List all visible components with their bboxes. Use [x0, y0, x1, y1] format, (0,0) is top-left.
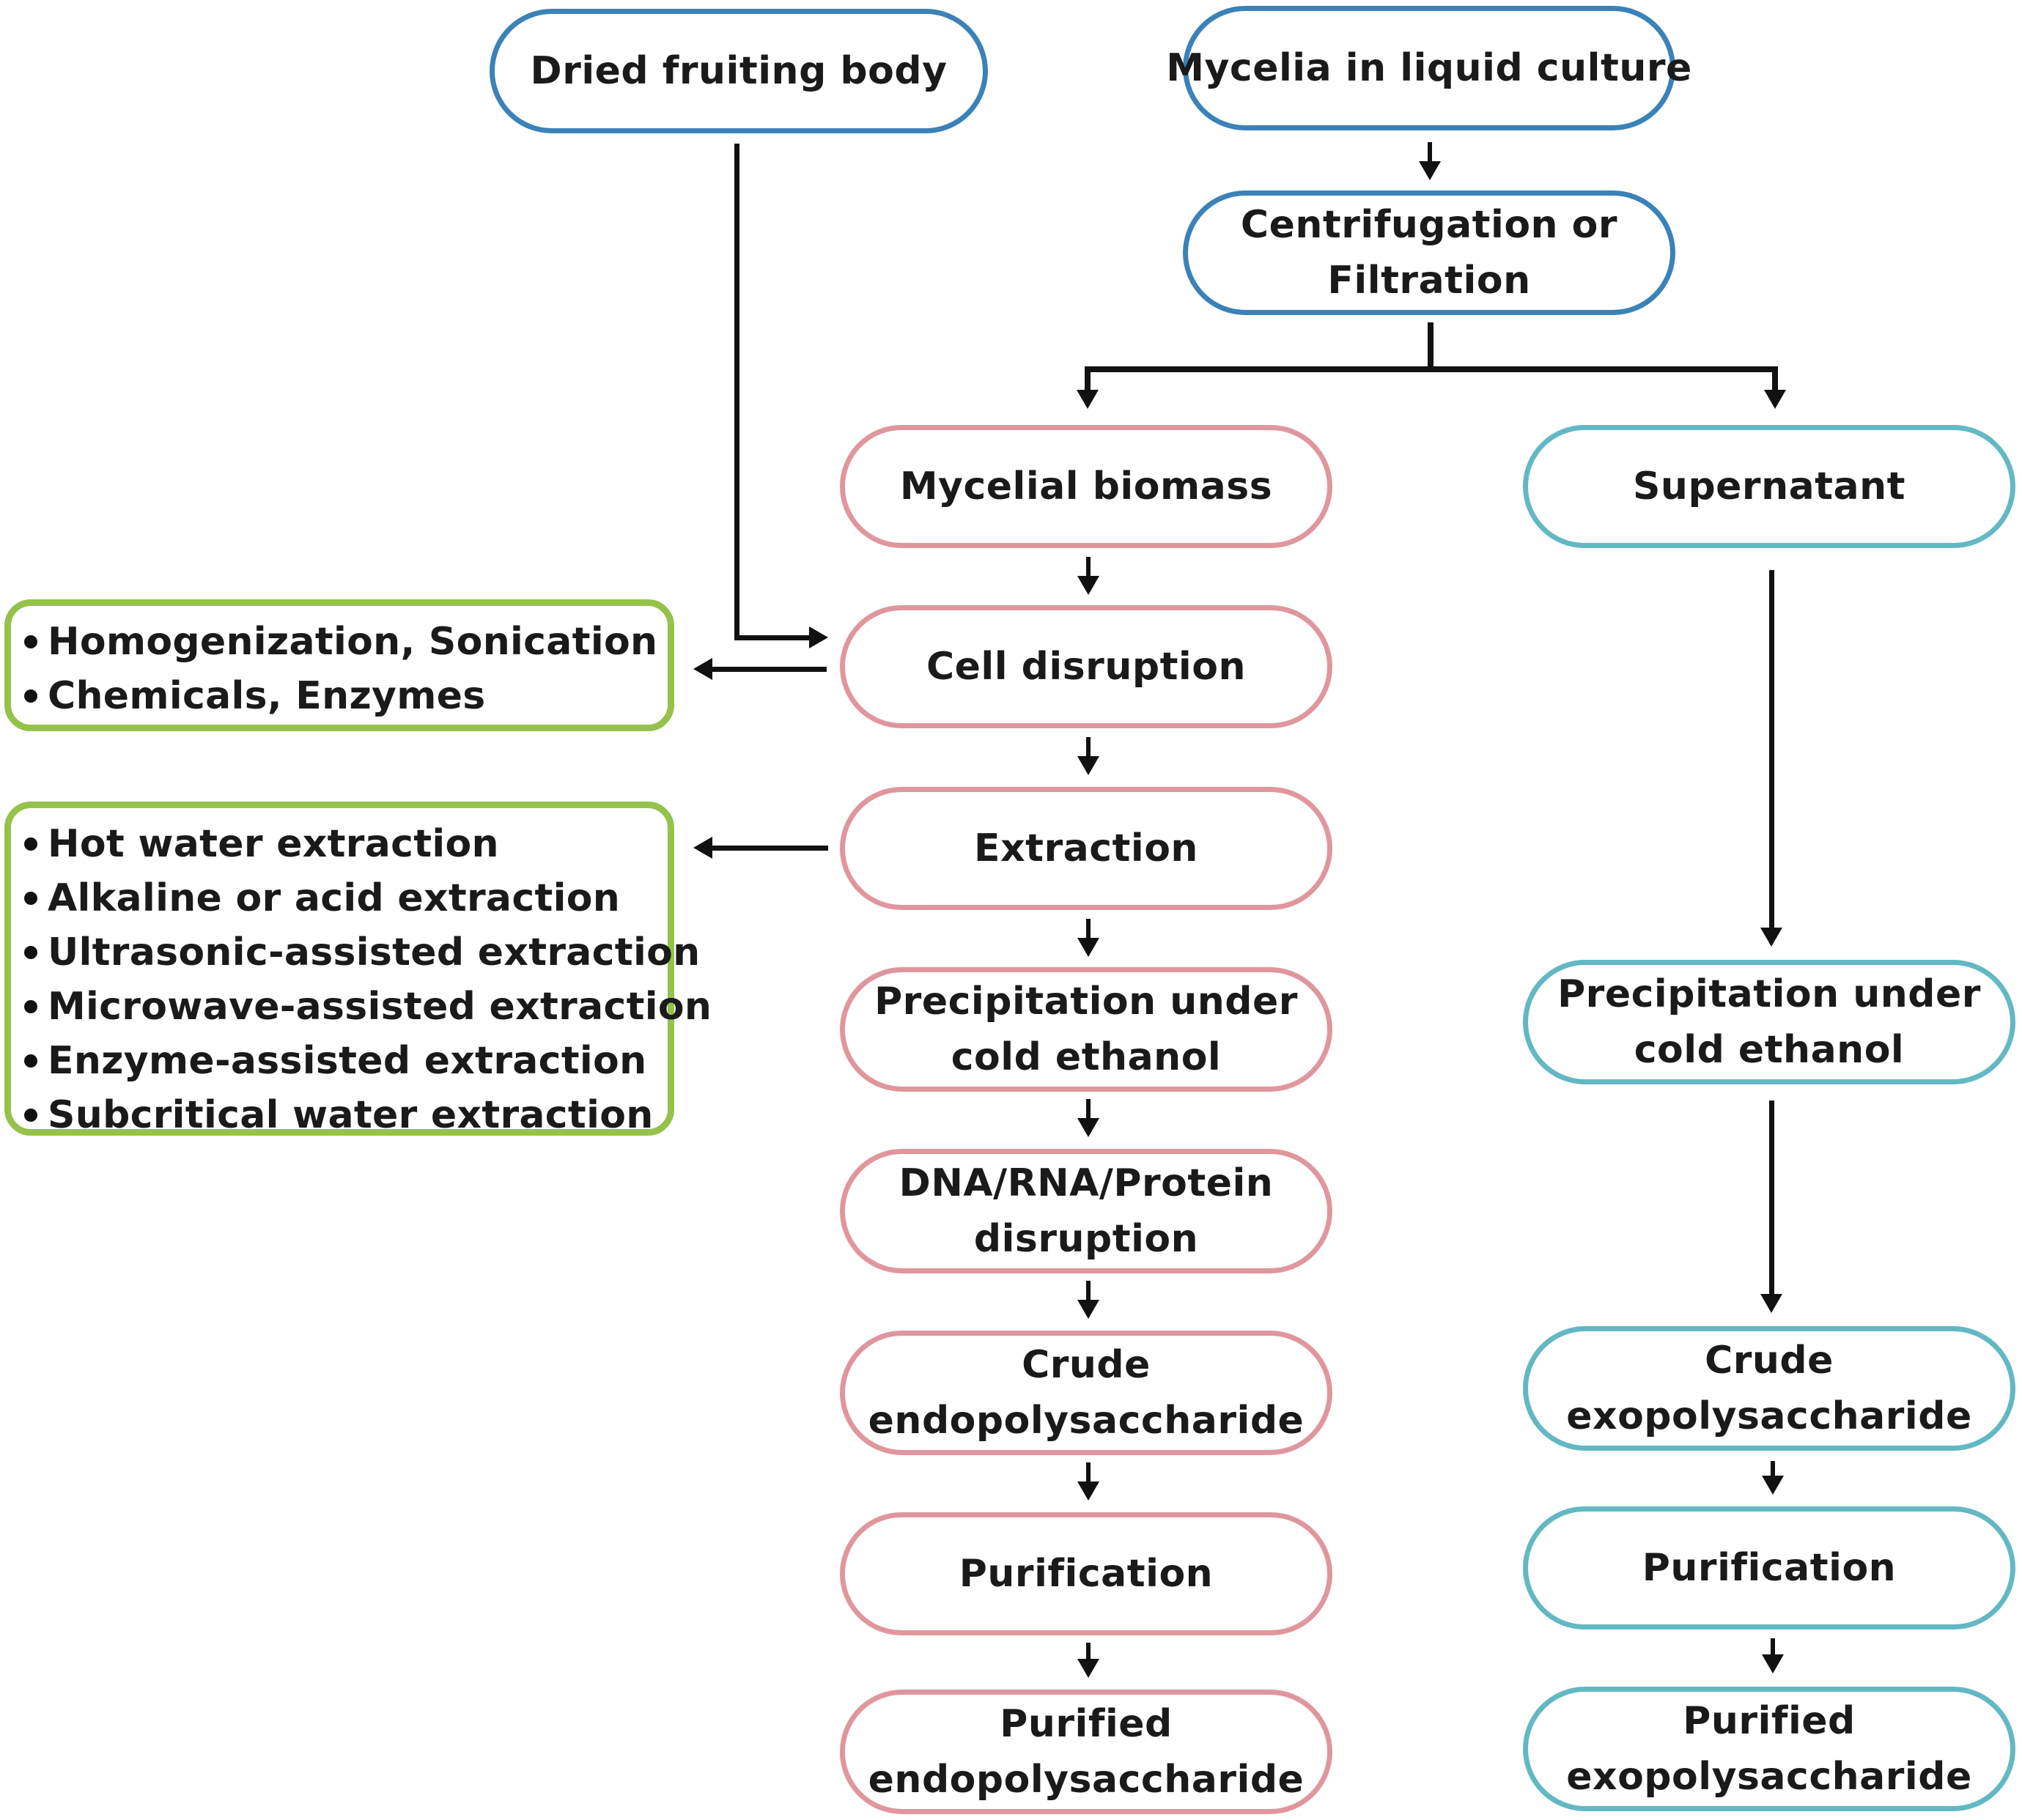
node-label: Mycelial biomass	[899, 465, 1273, 508]
arrowhead-down	[1764, 390, 1786, 409]
extraction-method-item: Alkaline or acid extraction	[24, 871, 668, 925]
node-label-line-1: DNA/RNA/Protein	[899, 1161, 1274, 1205]
connector-line	[1086, 919, 1091, 939]
node-cell-disruption: Cell disruption	[840, 605, 1332, 728]
disruption-method-item: Chemicals, Enzymes	[24, 669, 668, 723]
arrowhead-down	[1077, 1300, 1099, 1319]
node-label-line-2: cold ethanol	[951, 1035, 1222, 1079]
connector-line	[1771, 1638, 1775, 1656]
extraction-method-item: Ultrasonic-assisted extraction	[24, 925, 700, 980]
disruption-method-item: Homogenization, Sonication	[24, 615, 668, 669]
arrowhead-down	[1419, 161, 1441, 180]
extraction-methods-box: Hot water extraction Alkaline or acid ex…	[4, 802, 712, 1137]
connector-line	[1769, 570, 1774, 929]
node-label: Supernatant	[1632, 465, 1906, 508]
node-precipitation-endo: Precipitation under cold ethanol	[840, 967, 1332, 1092]
node-dried-fruiting-body: Dried fruiting body	[490, 9, 988, 133]
node-label-line-2: disruption	[973, 1217, 1199, 1261]
arrowhead-down	[1077, 756, 1099, 775]
node-label-line-1: Purified	[1000, 1702, 1173, 1746]
node-precipitation-exo: Precipitation under cold ethanol	[1523, 960, 2015, 1084]
node-crude-endopolysaccharide: Crude endopolysaccharide	[840, 1331, 1332, 1455]
node-label-line-1: Precipitation under	[874, 980, 1298, 1024]
connector-line	[1086, 737, 1091, 758]
node-supernatant: Supernatant	[1523, 425, 2015, 548]
connector-line	[1086, 1099, 1091, 1120]
node-dna-rna-protein-disruption: DNA/RNA/Protein disruption	[840, 1149, 1332, 1273]
node-label-line-2: cold ethanol	[1634, 1028, 1905, 1072]
arrowhead-down	[1077, 1659, 1099, 1678]
node-label-line-1: Crude	[1705, 1339, 1834, 1383]
connector-line	[711, 846, 828, 851]
node-label-line-2: Filtration	[1327, 259, 1531, 303]
node-label-line-2: endopolysaccharide	[868, 1399, 1305, 1443]
node-label: Extraction	[974, 826, 1198, 870]
node-extraction: Extraction	[840, 787, 1332, 910]
arrowhead-down	[1077, 1481, 1099, 1501]
node-label-line-2: exopolysaccharide	[1566, 1394, 1972, 1438]
node-centrifugation-filtration: Centrifugation or Filtration	[1183, 190, 1675, 315]
node-label: Dried fruiting body	[530, 49, 948, 93]
connector-line	[1085, 366, 1778, 372]
arrowhead-left	[693, 658, 712, 680]
connector-line	[1771, 1461, 1775, 1477]
connector-line	[711, 667, 827, 672]
node-mycelial-biomass: Mycelial biomass	[840, 425, 1332, 548]
node-label-line-2: exopolysaccharide	[1566, 1755, 1972, 1799]
node-purification-endo: Purification	[840, 1512, 1332, 1635]
extraction-method-item: Enzyme-assisted extraction	[24, 1034, 668, 1088]
node-label: Purification	[959, 1552, 1214, 1596]
extraction-method-item: Microwave-assisted extraction	[24, 980, 712, 1034]
connector-line	[734, 144, 739, 640]
disruption-methods-list: Homogenization, Sonication Chemicals, En…	[24, 615, 668, 723]
node-label-line-2: endopolysaccharide	[868, 1758, 1305, 1802]
node-crude-exopolysaccharide: Crude exopolysaccharide	[1523, 1326, 2015, 1451]
arrowhead-down	[1762, 1476, 1784, 1495]
arrowhead-down	[1760, 928, 1782, 947]
node-purification-exo: Purification	[1523, 1506, 2015, 1630]
connector-line	[1428, 142, 1432, 163]
arrowhead-right	[809, 626, 828, 648]
node-label-line-1: Crude	[1022, 1343, 1151, 1387]
connector-line	[1086, 1281, 1091, 1301]
extraction-methods-list: Hot water extraction Alkaline or acid ex…	[24, 817, 712, 1142]
node-label: Mycelia in liquid culture	[1166, 46, 1692, 90]
extraction-method-item: Subcritical water extraction	[24, 1088, 668, 1142]
connector-line	[1086, 1643, 1091, 1660]
arrowhead-down	[1762, 1654, 1784, 1673]
node-label-line-1: Purified	[1683, 1699, 1856, 1743]
node-mycelia-liquid-culture: Mycelia in liquid culture	[1166, 6, 1691, 130]
arrowhead-down	[1760, 1294, 1782, 1313]
node-label-line-1: Precipitation under	[1557, 972, 1981, 1016]
extraction-method-item: Hot water extraction	[24, 817, 668, 871]
connector-line	[1769, 1100, 1774, 1295]
node-label: Purification	[1642, 1546, 1897, 1590]
arrowhead-down	[1077, 576, 1099, 595]
arrowhead-down	[1077, 938, 1099, 957]
arrowhead-down	[1077, 1118, 1099, 1137]
connector-line	[1772, 366, 1778, 391]
connector-line	[1085, 366, 1091, 391]
node-purified-exopolysaccharide: Purified exopolysaccharide	[1523, 1687, 2015, 1811]
arrowhead-down	[1077, 390, 1099, 409]
node-label-line-1: Centrifugation or	[1240, 203, 1618, 247]
arrowhead-left	[693, 837, 712, 859]
connector-line	[1428, 322, 1434, 371]
connector-line	[1086, 557, 1091, 577]
connector-line	[734, 635, 811, 640]
node-label: Cell disruption	[926, 645, 1246, 689]
node-purified-endopolysaccharide: Purified endopolysaccharide	[840, 1690, 1332, 1814]
disruption-methods-box: Homogenization, Sonication Chemicals, En…	[4, 599, 674, 731]
connector-line	[1086, 1462, 1091, 1483]
